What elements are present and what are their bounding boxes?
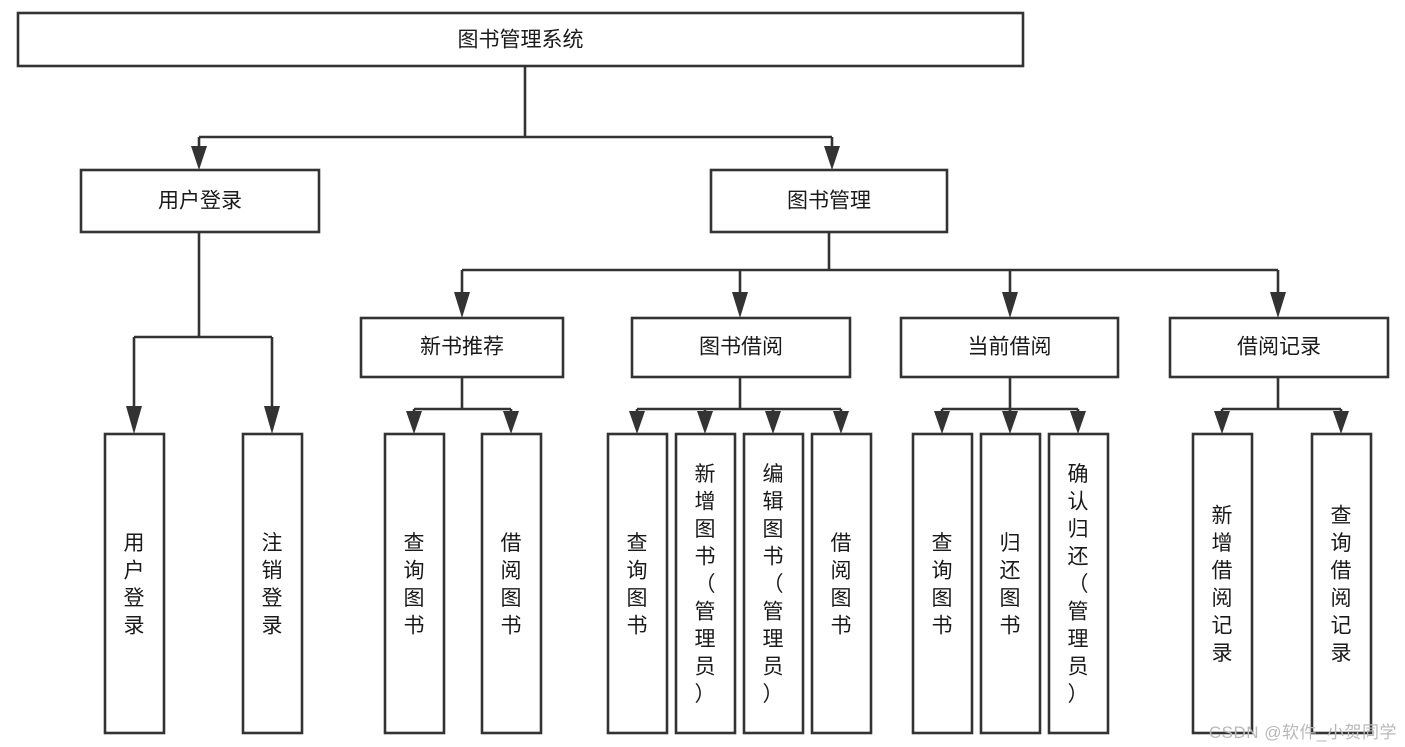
arrow-head-icon [833,411,849,434]
leaf-node[interactable]: 借阅图书 [810,432,873,735]
leaf-node-box[interactable] [1191,432,1254,735]
node-current-borrow-box[interactable] [899,316,1120,379]
leaf-node-label: 新增图书（管理员） [695,463,716,706]
leaf-node-box[interactable] [674,432,737,735]
arrow-head-icon [191,146,207,170]
connectors-root-to-level2 [191,66,840,170]
node-user-login-label: 用户登录 [158,190,242,213]
arrow-head-icon [454,292,470,318]
arrow-head-icon [732,292,748,318]
leaf-node[interactable]: 注销登录 [241,432,304,735]
arrow-head-icon [1214,411,1230,434]
node-borrow-record-box[interactable] [1168,316,1390,379]
node-current-borrow-label: 当前借阅 [968,336,1052,359]
arrow-head-icon [824,146,840,170]
node-new-book-recommend[interactable]: 新书推荐 [359,316,565,379]
leaf-node-label: 查询借阅记录 [1331,504,1352,665]
leaf-node-box[interactable] [103,432,166,735]
leaf-node-label: 查询图书 [404,532,425,638]
leaf-node[interactable]: 新增图书（管理员） [674,432,737,735]
node-root-label: 图书管理系统 [458,29,584,52]
leaf-node-box[interactable] [742,432,805,735]
leaf-node-label: 借阅图书 [831,532,852,638]
node-book-borrow-label: 图书借阅 [699,336,783,359]
node-book-management-label: 图书管理 [787,190,871,213]
leaf-node[interactable]: 编辑图书（管理员） [742,432,805,735]
leaf-node[interactable]: 借阅图书 [480,432,543,735]
node-root-box[interactable] [16,11,1025,68]
connectors-bookborrow-to-leaves [629,377,849,434]
arrow-head-icon [503,411,519,434]
node-user-login-box[interactable] [79,168,321,234]
arrow-head-icon [1070,411,1086,434]
leaf-node[interactable]: 归还图书 [979,432,1042,735]
leaf-node-box[interactable] [480,432,543,735]
connectors-newbook-to-leaves [406,377,519,434]
arrow-head-icon [1333,411,1349,434]
node-book-management[interactable]: 图书管理 [709,168,949,234]
leaf-node-box[interactable] [810,432,873,735]
leaf-node-label: 查询图书 [932,532,953,638]
node-new-book-recommend-box[interactable] [359,316,565,379]
connectors-currentborrow-to-leaves [934,377,1086,434]
node-new-book-recommend-label: 新书推荐 [420,336,504,359]
leaf-node[interactable]: 查询图书 [606,432,669,735]
leaf-node-label: 注销登录 [262,532,283,638]
leaf-node[interactable]: 新增借阅记录 [1191,432,1254,735]
connectors-bookmgmt-to-level3 [454,232,1286,318]
arrow-head-icon [1002,411,1018,434]
leaf-node-box[interactable] [911,432,974,735]
leaf-node[interactable]: 确认归还（管理员） [1047,432,1110,735]
node-book-management-box[interactable] [709,168,949,234]
leaf-node[interactable]: 用户登录 [103,432,166,735]
leaf-node-label: 新增借阅记录 [1212,504,1233,665]
leaf-node[interactable]: 查询图书 [383,432,446,735]
leaf-node-box[interactable] [383,432,446,735]
node-borrow-record-label: 借阅记录 [1237,336,1321,359]
arrow-head-icon [1270,292,1286,318]
arrow-head-icon [765,411,781,434]
arrow-head-icon [126,406,142,434]
leaf-node-label: 借阅图书 [501,532,522,638]
leaf-node-box[interactable] [606,432,669,735]
node-borrow-record[interactable]: 借阅记录 [1168,316,1390,379]
arrow-head-icon [629,411,645,434]
node-root[interactable]: 图书管理系统 [16,11,1025,68]
arrow-head-icon [264,406,280,434]
leaf-node-box[interactable] [979,432,1042,735]
leaf-node[interactable]: 查询图书 [911,432,974,735]
leaf-node-box[interactable] [241,432,304,735]
leaf-node[interactable]: 查询借阅记录 [1310,432,1373,735]
connectors-userlogin-to-leaves [126,232,280,434]
leaf-node-box[interactable] [1047,432,1110,735]
leaf-node-label: 归还图书 [1000,532,1021,638]
node-current-borrow[interactable]: 当前借阅 [899,316,1120,379]
node-book-borrow[interactable]: 图书借阅 [630,316,852,379]
node-book-borrow-box[interactable] [630,316,852,379]
leaf-node-label: 确认归还（管理员） [1068,463,1089,706]
arrow-head-icon [406,411,422,434]
leaf-node-label: 查询图书 [627,532,648,638]
arrow-head-icon [1002,292,1018,318]
arrow-head-icon [934,411,950,434]
leaf-node-label: 编辑图书（管理员） [763,463,784,706]
connectors-borrowrecord-to-leaves [1214,377,1349,434]
arrow-head-icon [697,411,713,434]
leaf-node-label: 用户登录 [124,532,145,638]
leaf-node-box[interactable] [1310,432,1373,735]
node-user-login[interactable]: 用户登录 [79,168,321,234]
